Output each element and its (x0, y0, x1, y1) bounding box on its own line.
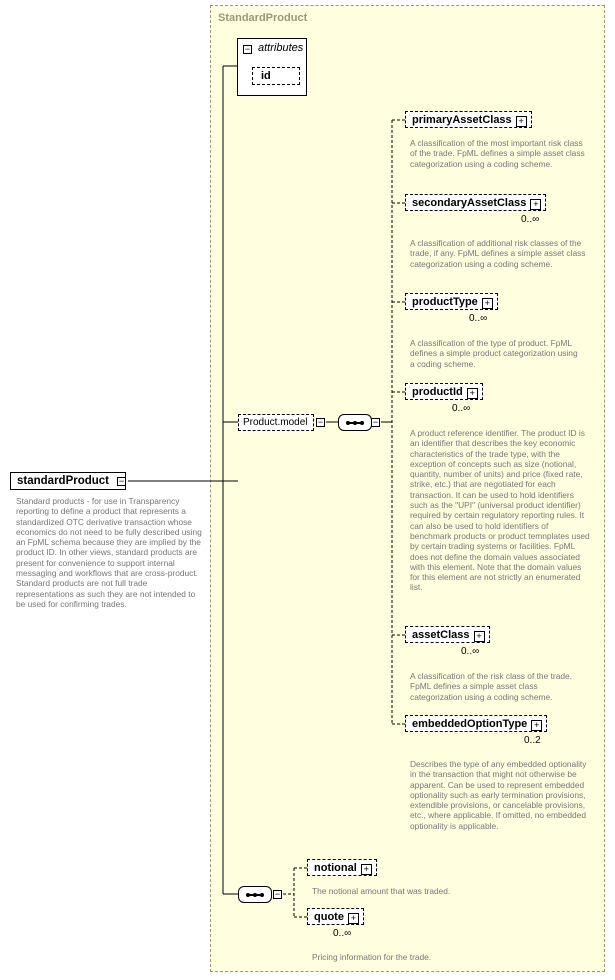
bottom_elements-element-0[interactable]: notional+ (307, 859, 377, 876)
element-description: A classification of additional risk clas… (410, 238, 586, 269)
element-label: primaryAssetClass (412, 114, 512, 126)
element-label: assetClass (412, 629, 470, 641)
element-description: A classification of the most important r… (410, 138, 585, 169)
root-description: Standard products - for use in Transpare… (16, 496, 202, 609)
bottom-sequence-compositor[interactable] (238, 886, 272, 903)
element-description: The notional amount that was traded. (312, 886, 451, 896)
expand-icon[interactable]: + (481, 298, 493, 309)
expand-icon[interactable]: + (473, 631, 485, 642)
attributes-collapse-icon[interactable]: − (243, 44, 252, 54)
element-description: A product reference identifier. The prod… (410, 428, 590, 593)
group-collapse-icon[interactable]: − (316, 417, 325, 427)
type-title: StandardProduct (218, 12, 308, 24)
cardinality-label: 0..∞ (333, 928, 352, 939)
sequence-collapse-icon[interactable]: − (371, 417, 380, 427)
element-label: secondaryAssetClass (412, 197, 527, 209)
expand-icon[interactable]: + (531, 720, 543, 731)
element-description: Pricing information for the trade. (312, 952, 432, 962)
root-element-standardProduct[interactable]: standardProduct − (10, 472, 126, 490)
model_elements-element-3[interactable]: productId+ (405, 383, 486, 403)
expand-icon[interactable]: + (466, 388, 478, 399)
cardinality-label: 0..∞ (521, 214, 540, 225)
complex-type-frame (210, 5, 605, 972)
model_elements-element-4[interactable]: assetClass+ (405, 626, 492, 646)
expand-icon[interactable]: + (530, 199, 542, 210)
model_elements-element-5[interactable]: embeddedOptionType+ (405, 715, 551, 735)
bottom-sequence-collapse-icon[interactable]: − (273, 889, 282, 899)
element-label: productId (412, 386, 463, 398)
bottom_elements-element-1[interactable]: quote+ (307, 908, 367, 928)
cardinality-label: 0..∞ (469, 313, 488, 324)
element-label: productType (412, 296, 478, 308)
expand-icon[interactable]: + (347, 913, 359, 924)
element-description: A classification of the type of product.… (410, 338, 578, 369)
root-element-label: standardProduct (17, 475, 110, 487)
attributes-box: − attributes id (237, 38, 307, 96)
element-label: embeddedOptionType (412, 718, 528, 730)
cardinality-label: 0..∞ (461, 646, 480, 657)
attribute-id[interactable]: id (252, 67, 300, 85)
model_elements-element-0[interactable]: primaryAssetClass+ (405, 111, 532, 128)
element-description: A classification of the risk class of th… (410, 671, 572, 702)
model_elements-element-2[interactable]: productType+ (405, 293, 501, 313)
model_elements-element-1[interactable]: secondaryAssetClass+ (405, 194, 550, 214)
expand-icon[interactable]: + (360, 864, 372, 875)
element-label: notional (314, 862, 357, 874)
attributes-header: attributes (258, 42, 304, 54)
group-product-model[interactable]: Product.model (238, 414, 314, 431)
element-label: quote (314, 911, 344, 923)
sequence-compositor[interactable] (338, 414, 372, 431)
cardinality-label: 0..∞ (452, 403, 471, 414)
expand-icon[interactable]: + (515, 116, 527, 127)
group-label: Product.model (243, 417, 308, 428)
cardinality-label: 0..2 (524, 735, 541, 746)
element-description: Describes the type of any embedded optio… (410, 759, 587, 831)
root-collapse-icon[interactable]: − (117, 476, 126, 486)
